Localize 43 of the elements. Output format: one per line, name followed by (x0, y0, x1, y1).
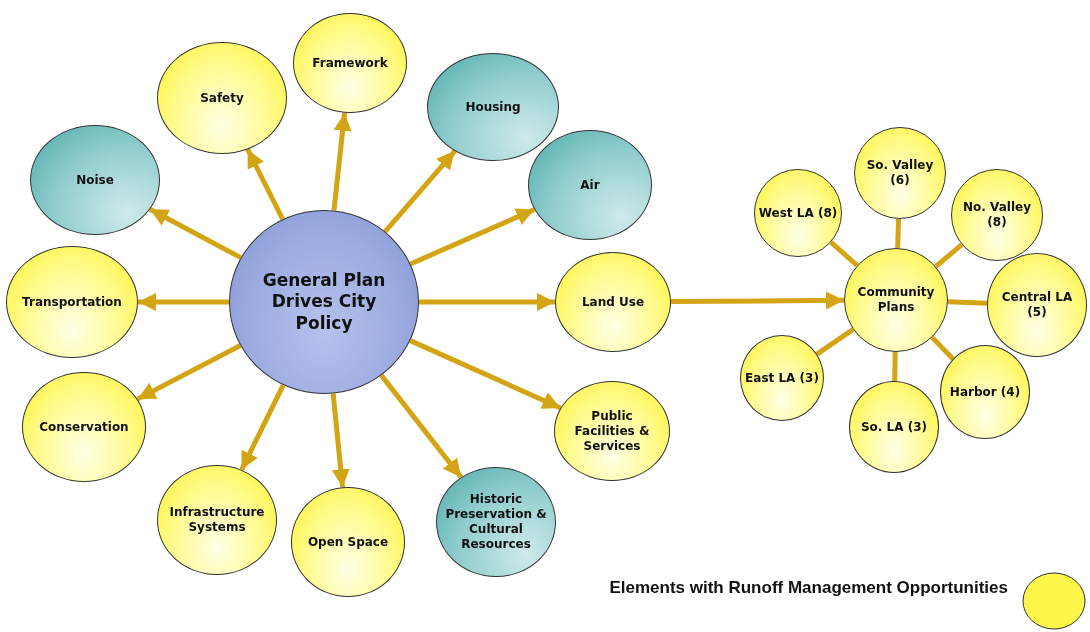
arrow (409, 207, 536, 267)
node-label: Framework (312, 55, 388, 71)
node-label: Infrastructure Systems (168, 505, 266, 535)
ellipse-node (987, 253, 1087, 357)
node-label: Housing (465, 99, 521, 115)
node-label: Harbor (4) (949, 384, 1021, 400)
arrow (239, 384, 286, 471)
connector-line (895, 218, 902, 249)
connector-line (947, 299, 988, 306)
arrow (245, 148, 285, 221)
arrow (383, 149, 457, 234)
node-label: West LA (8) (758, 205, 838, 221)
arrow (419, 293, 555, 311)
connector-line (829, 240, 859, 268)
arrow (671, 291, 844, 310)
arrow (138, 293, 229, 311)
connector-line (892, 351, 898, 382)
node-label: East LA (3) (745, 370, 819, 386)
node-label: Land Use (581, 294, 645, 310)
connector-line (930, 335, 955, 361)
node-label: So. LA (3) (860, 419, 928, 435)
node-label: Public Facilities & Services (573, 408, 651, 454)
node-label: General Plan Drives City Policy (261, 270, 387, 334)
node-label: Safety (200, 90, 244, 106)
node-label: Open Space (307, 534, 389, 550)
node-label: Air (580, 177, 600, 193)
node-label: No. Valley (8) (962, 200, 1032, 230)
legend-label: Elements with Runoff Management Opportunities (608, 578, 1008, 599)
node-label: Historic Preservation & Cultural Resources (444, 492, 548, 552)
arrow (331, 112, 352, 211)
arrow (148, 207, 242, 260)
node-label: Noise (76, 172, 114, 188)
arrow (330, 393, 350, 488)
arrow (409, 338, 562, 411)
node-label: Community Plans (856, 285, 936, 315)
arrow (379, 373, 464, 479)
connector-line (934, 242, 964, 269)
arrow (136, 343, 242, 402)
node-label: Conservation (39, 419, 129, 435)
node-label: Central LA (5) (1000, 290, 1074, 320)
connector-line (815, 327, 855, 357)
node-label: So. Valley (6) (865, 158, 935, 188)
node-label: Transportation (22, 294, 122, 310)
